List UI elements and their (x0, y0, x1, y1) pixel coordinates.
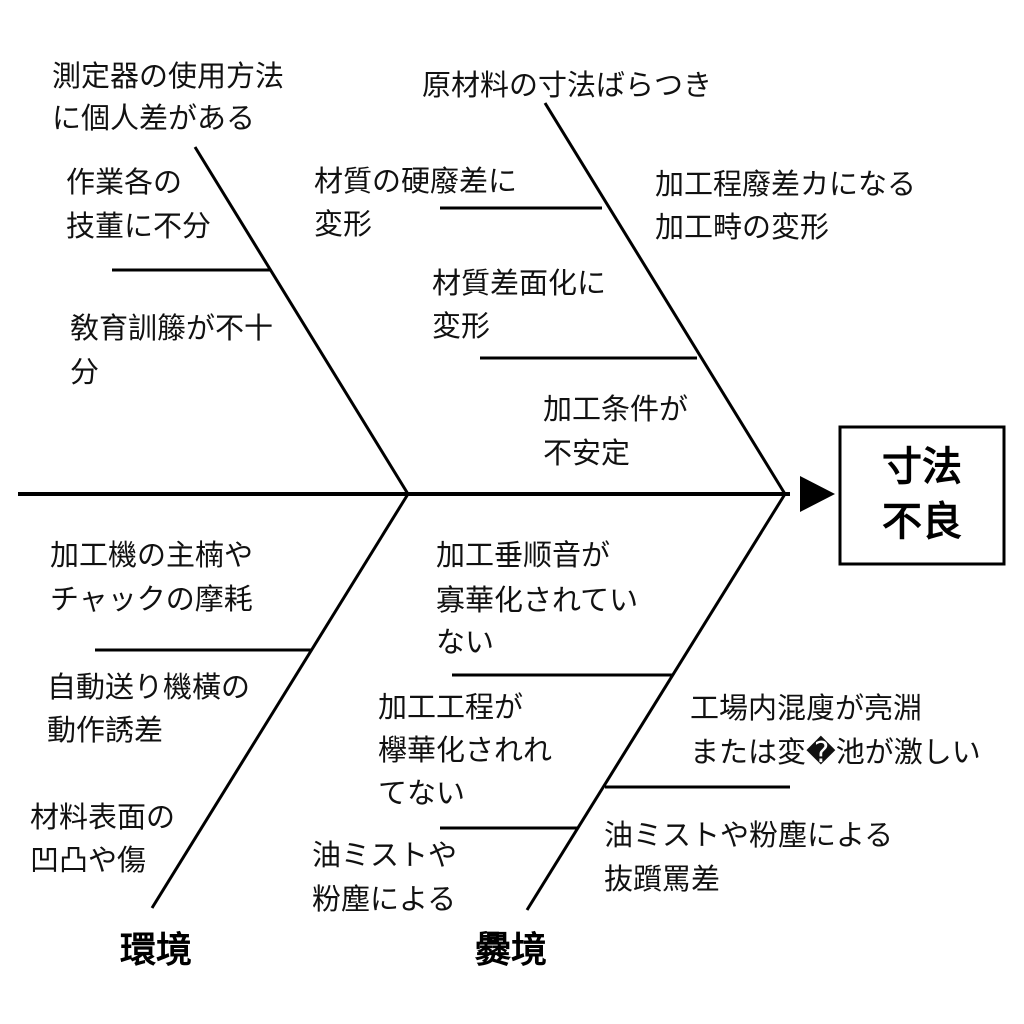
cause-oil-mist-right-line-2: 抜躓罵差 (604, 862, 720, 896)
cause-procedure-line-2: 寡華化されてい (436, 583, 638, 617)
effect-line-2: 不良 (882, 499, 962, 545)
effect-box (838, 425, 1006, 566)
cause-worker-skill-line-1: 作業各の (66, 165, 182, 199)
cause-procedure-line-3: ない (436, 625, 494, 659)
cause-spindle-wear-line-2: チャックの摩耗 (50, 582, 253, 616)
cause-measure-method-line-2: に個人差がある (52, 101, 255, 135)
cause-material-variation: 原材料の寸法ばらつき (422, 68, 712, 102)
cause-worker-skill-line-2: 技董に不分 (66, 209, 211, 243)
cause-training-line-2: 分 (70, 355, 99, 389)
bone-lower-right (525, 493, 787, 911)
cause-machining-deformation-line-1: 加工程廢差カになる (655, 167, 916, 201)
cause-surface-scratches-line-2: 凹凸や傷 (30, 843, 146, 877)
cause-auto-feed-error-line-1: 自動送り機橫の (47, 670, 250, 704)
cause-surface-scratches-line-1: 材料表面の (30, 800, 175, 834)
cause-auto-feed-error-line-2: 動作誘差 (47, 713, 163, 747)
cause-spindle-wear-line-1: 加工機の主楠や (50, 538, 253, 572)
cause-process-line-1: 加工工程が (378, 690, 523, 724)
cause-temperature-line-1: 工場内混廋が亮淵 (690, 691, 922, 725)
cause-measure-method-line-1: 測定器の使用方法 (52, 59, 284, 93)
effect-line-1: 寸法 (882, 444, 962, 490)
cause-oil-mist-right-line-1: 油ミストや粉塵による (604, 818, 893, 852)
cause-procedure-line-1: 加工垂顺音が (436, 538, 610, 572)
cause-temperature-line-2: または変�池が激しい (690, 735, 981, 769)
bone-upper-right (543, 102, 787, 495)
category-bottom-left: 環境 (120, 930, 192, 971)
cause-hardness-difference-line-1: 材質の硬廢差に (314, 164, 517, 198)
cause-process-line-3: てない (378, 776, 465, 810)
spine-arrowhead (800, 476, 835, 512)
cause-material-surface-change-line-2: 変形 (432, 309, 490, 343)
cause-training-line-1: 敎育訓籐が不十 (70, 311, 273, 345)
cause-oil-mist-left-line-1: 油ミストや (312, 838, 457, 872)
cause-machining-deformation-line-2: 加工畤の変形 (655, 210, 829, 244)
bone-upper-left (193, 146, 410, 495)
cause-oil-mist-left-line-2: 粉塵による (312, 882, 456, 916)
cause-unstable-conditions-line-1: 加工条件が (543, 392, 688, 426)
cause-process-line-2: 欅華化されれ (378, 733, 552, 767)
cause-hardness-difference-line-2: 変形 (314, 207, 372, 241)
bone-lower-left (150, 493, 410, 909)
cause-unstable-conditions-line-2: 不安定 (543, 436, 630, 470)
cause-material-surface-change-line-1: 材質差面化に (432, 266, 606, 300)
category-bottom-middle: 爨境 (474, 930, 547, 971)
